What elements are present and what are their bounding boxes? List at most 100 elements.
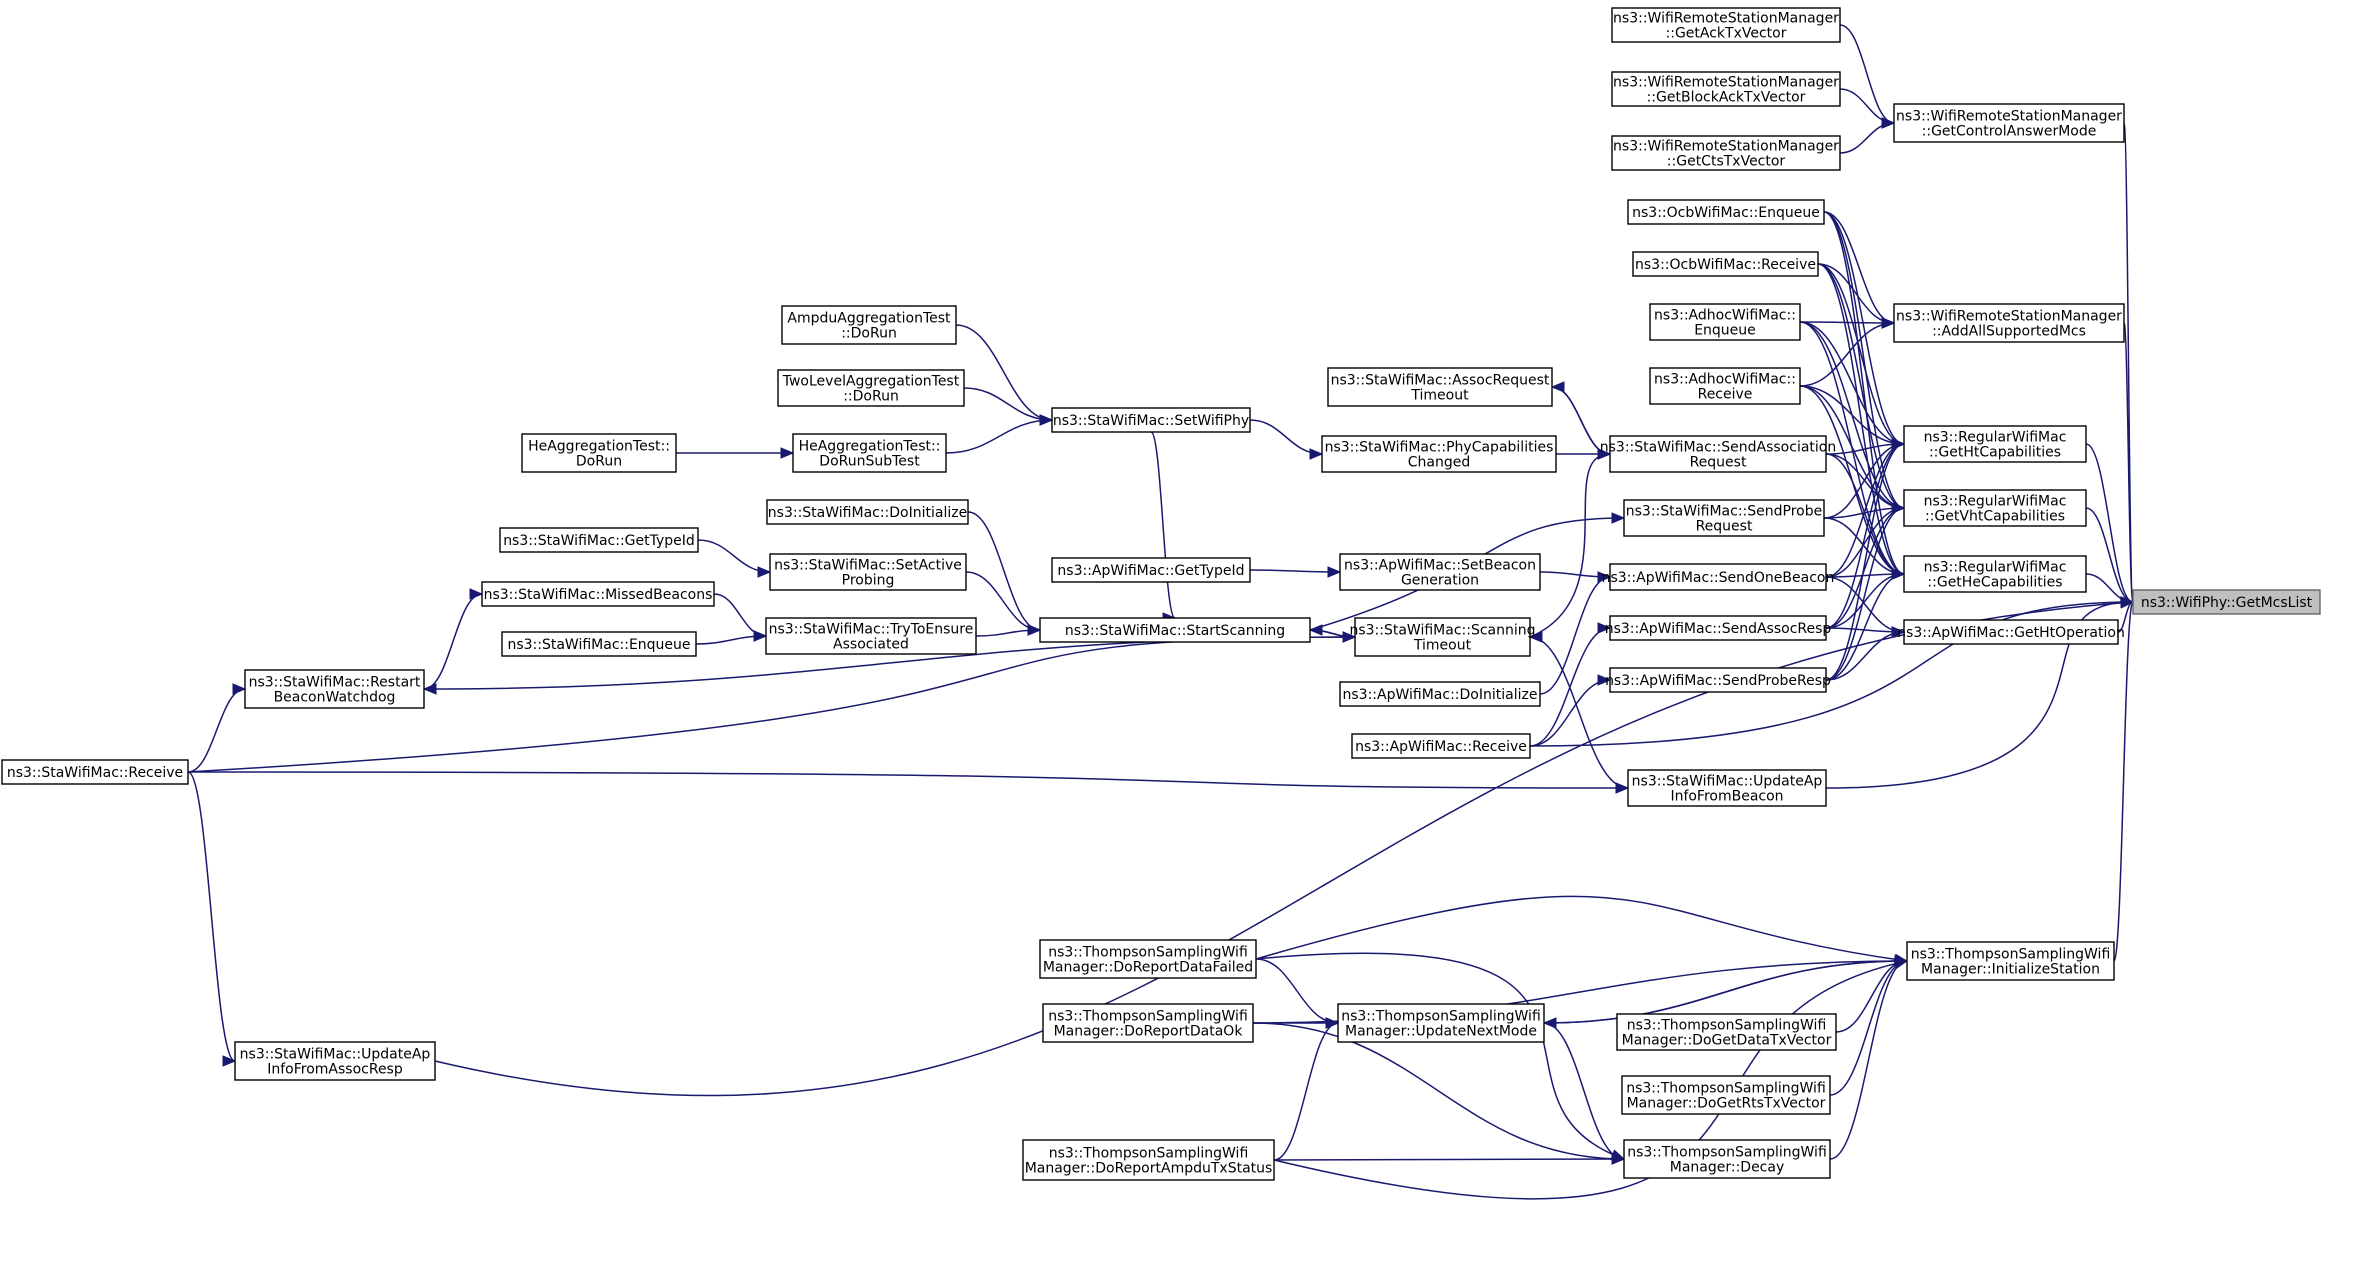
node-box: [501, 631, 697, 657]
node-addAll[interactable]: ns3::WifiRemoteStationManager::AddAllSup…: [1893, 303, 2125, 343]
node-tsUpdate[interactable]: ns3::ThompsonSamplingWifiManager::Update…: [1337, 1003, 1545, 1043]
node-sendOneBeacon[interactable]: ns3::ApWifiMac::SendOneBeacon: [1602, 563, 1835, 591]
node-box: [1609, 435, 1827, 473]
node-label: ns3::StaWifiMac::Restart: [249, 675, 421, 691]
node-ocbReceive[interactable]: ns3::OcbWifiMac::Receive: [1632, 251, 1819, 277]
node-staGetTypeId[interactable]: ns3::StaWifiMac::GetTypeId: [499, 527, 699, 553]
node-root[interactable]: ns3::WifiPhy::GetMcsList: [2132, 589, 2321, 615]
node-label: InfoFromBeacon: [1670, 789, 1783, 805]
node-label: HeAggregationTest::: [799, 439, 941, 455]
node-tsInit[interactable]: ns3::ThompsonSamplingWifiManager::Initia…: [1906, 941, 2115, 981]
node-box: [1337, 1003, 1545, 1043]
node-box: [1616, 1013, 1837, 1051]
node-getCts[interactable]: ns3::WifiRemoteStationManager::GetCtsTxV…: [1611, 135, 1841, 171]
node-tsFailed[interactable]: ns3::ThompsonSamplingWifiManager::DoRepo…: [1039, 939, 1257, 979]
node-label: ns3::StaWifiMac::UpdateAp: [240, 1047, 431, 1063]
node-label: ns3::ApWifiMac::DoInitialize: [1343, 687, 1538, 703]
node-twoLevel[interactable]: TwoLevelAggregationTest::DoRun: [777, 369, 965, 407]
edge-tsDecay-to-tsInit: [1829, 960, 1908, 1160]
node-label: Manager::DoReportDataOk: [1054, 1024, 1244, 1040]
edge-tsUpdate-to-tsDecay: [1543, 1022, 1625, 1160]
node-label: AmpduAggregationTest: [787, 311, 951, 327]
node-htCap[interactable]: ns3::RegularWifiMac::GetHtCapabilities: [1903, 425, 2087, 463]
node-label: ns3::StaWifiMac::AssocRequest: [1331, 373, 1550, 389]
edge-ocbEnqueue-to-heCap: [1823, 211, 1905, 575]
node-label: Manager::InitializeStation: [1921, 962, 2100, 978]
node-adhocEnqueue[interactable]: ns3::AdhocWifiMac::Enqueue: [1649, 303, 1801, 341]
edge-arrowhead: [1611, 512, 1626, 524]
node-box: [1627, 769, 1827, 807]
edge-tsInit-to-root: [2113, 601, 2134, 962]
node-box: [1339, 553, 1541, 591]
edge-vhtCap-to-root: [2085, 507, 2134, 603]
node-box: [1609, 615, 1827, 641]
node-getControl[interactable]: ns3::WifiRemoteStationManager::GetContro…: [1893, 103, 2125, 143]
edge-arrowhead: [1597, 622, 1612, 634]
node-updateAssoc[interactable]: ns3::StaWifiMac::UpdateApInfoFromAssocRe…: [234, 1041, 436, 1081]
node-label: ns3::ApWifiMac::SendProbeResp: [1605, 673, 1831, 689]
edge-arrowhead: [1615, 782, 1630, 794]
node-box: [1632, 251, 1819, 277]
node-tsOk[interactable]: ns3::ThompsonSamplingWifiManager::DoRepo…: [1042, 1003, 1254, 1043]
node-startScan[interactable]: ns3::StaWifiMac::StartScanning: [1039, 617, 1311, 643]
node-label: ns3::ThompsonSamplingWifi: [1049, 1146, 1249, 1162]
node-getHtOp[interactable]: ns3::ApWifiMac::GetHtOperation: [1897, 619, 2125, 645]
edge-sendProbeResp-to-htCap: [1825, 443, 1905, 681]
node-apDoInit[interactable]: ns3::ApWifiMac::DoInitialize: [1339, 681, 1541, 707]
edge-arrowhead: [1309, 448, 1324, 460]
node-staReceive[interactable]: ns3::StaWifiMac::Receive: [1, 759, 189, 785]
node-tsGetRts[interactable]: ns3::ThompsonSamplingWifiManager::DoGetR…: [1621, 1075, 1831, 1115]
graph-edges: [187, 24, 2135, 1200]
node-sendAssocResp[interactable]: ns3::ApWifiMac::SendAssocResp: [1605, 615, 1832, 641]
node-label: ns3::StaWifiMac::TryToEnsure: [769, 622, 974, 638]
node-heDoRunSub[interactable]: HeAggregationTest::DoRunSubTest: [792, 433, 947, 473]
edge-arrowhead: [1027, 624, 1042, 636]
node-apGetTypeId[interactable]: ns3::ApWifiMac::GetTypeId: [1051, 557, 1251, 583]
node-label: ns3::ThompsonSamplingWifi: [1048, 945, 1248, 961]
node-adhocReceive[interactable]: ns3::AdhocWifiMac::Receive: [1649, 367, 1801, 405]
node-heDoRun[interactable]: HeAggregationTest::DoRun: [521, 433, 677, 473]
edge-sendAssocResp-to-htCap: [1825, 443, 1905, 629]
node-heCap[interactable]: ns3::RegularWifiMac::GetHeCapabilities: [1903, 555, 2087, 593]
node-vhtCap[interactable]: ns3::RegularWifiMac::GetVhtCapabilities: [1903, 489, 2087, 527]
node-box: [1, 759, 189, 785]
node-label: ns3::ApWifiMac::Receive: [1355, 739, 1527, 755]
node-ocbEnqueue[interactable]: ns3::OcbWifiMac::Enqueue: [1627, 199, 1825, 225]
edge-arrowhead: [1597, 674, 1612, 686]
edge-adhocEnqueue-to-htCap: [1799, 321, 1905, 445]
node-staEnqueue[interactable]: ns3::StaWifiMac::Enqueue: [501, 631, 697, 657]
node-getAck[interactable]: ns3::WifiRemoteStationManager::GetAckTxV…: [1611, 7, 1841, 43]
edge-arrowhead: [1881, 117, 1896, 129]
node-tsGetData[interactable]: ns3::ThompsonSamplingWifiManager::DoGetD…: [1616, 1013, 1837, 1051]
node-label: Timeout: [1410, 388, 1469, 404]
node-getBlockAck[interactable]: ns3::WifiRemoteStationManager::GetBlockA…: [1611, 71, 1841, 107]
node-label: ::DoRun: [841, 326, 897, 342]
node-label: Manager::Decay: [1670, 1160, 1785, 1176]
edge-ocbReceive-to-vhtCap: [1817, 263, 1905, 509]
edge-getCts-to-getControl: [1839, 122, 1895, 154]
node-ampdu[interactable]: AmpduAggregationTest::DoRun: [781, 305, 957, 345]
node-missed[interactable]: ns3::StaWifiMac::MissedBeacons: [481, 581, 715, 607]
node-label: ::GetHtCapabilities: [1929, 445, 2061, 461]
node-tsAmpdu[interactable]: ns3::ThompsonSamplingWifiManager::DoRepo…: [1022, 1139, 1275, 1181]
node-sendProbeResp[interactable]: ns3::ApWifiMac::SendProbeResp: [1605, 667, 1831, 693]
node-box: [1893, 303, 2125, 343]
edge-scanTimeout-to-sendAssocReq: [1529, 453, 1611, 638]
node-box: [1039, 617, 1311, 643]
node-apReceive[interactable]: ns3::ApWifiMac::Receive: [1351, 733, 1531, 759]
node-setWifiPhy[interactable]: ns3::StaWifiMac::SetWifiPhy: [1051, 407, 1251, 433]
edge-arrowhead: [1891, 502, 1906, 514]
edge-arrowhead: [1597, 571, 1612, 583]
node-staDoInit[interactable]: ns3::StaWifiMac::DoInitialize: [766, 499, 969, 525]
